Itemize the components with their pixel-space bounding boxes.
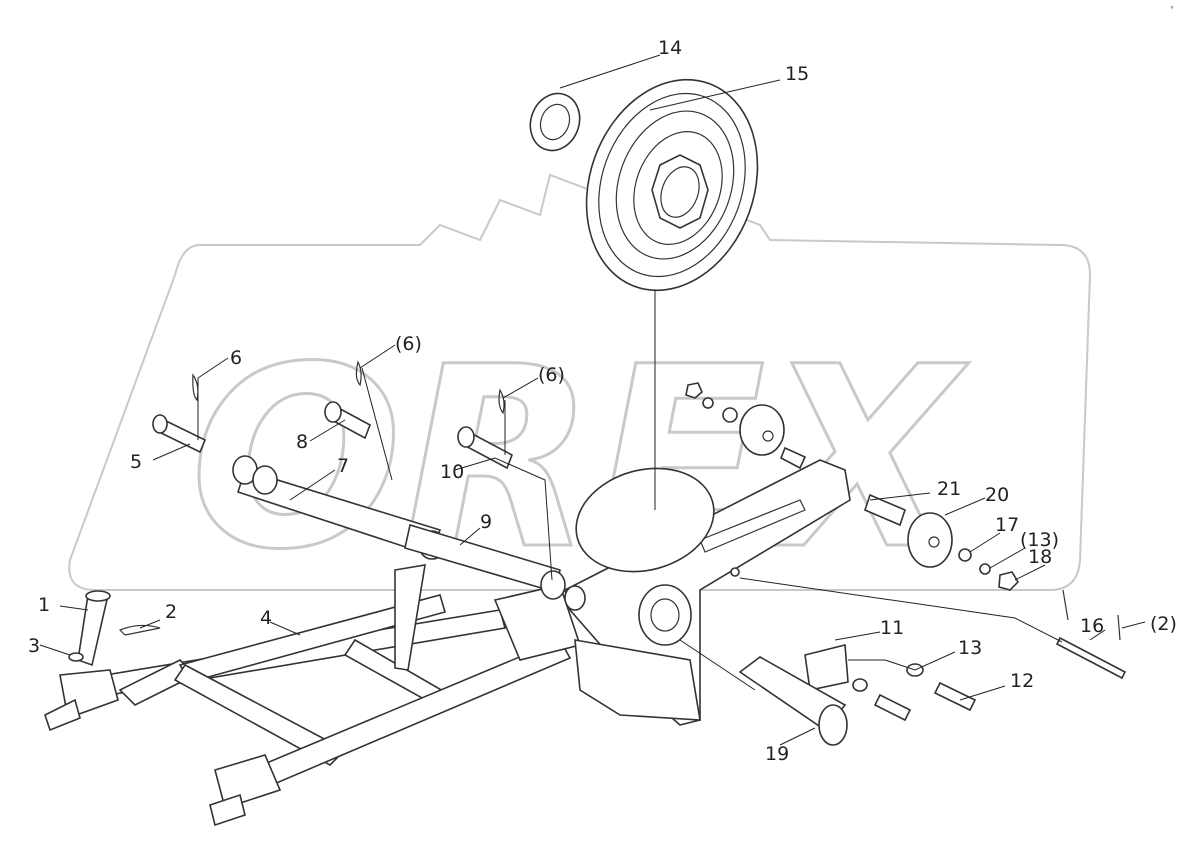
leader-lines [39,54,1146,746]
part-nut-top [685,382,738,423]
callout-13-paren: (13) [1020,529,1059,551]
part-14-pin [1055,589,1127,680]
callout-6-paren-b: (6) [395,333,422,355]
callout-20: 20 [985,484,1009,506]
callout-6: 6 [230,347,242,369]
part-18-shaft [738,656,848,746]
callout-1: 1 [38,594,50,616]
part-9-link-rod [404,523,566,600]
callout-14: 16 [1080,615,1104,637]
watermark-logo: OREX [68,158,1092,606]
part-stub-top [779,446,807,470]
callout-2: 2 [165,601,177,623]
callout-11: 11 [880,617,904,639]
part-5-pin [152,414,207,454]
callout-7: 7 [337,455,349,477]
callout-18: 19 [765,743,789,765]
part-15-washer [958,548,972,562]
callout-8: 8 [296,431,308,453]
part-21-bushing [864,493,906,527]
part-4-main-frame [44,564,582,827]
part-washer-lower [852,678,868,692]
part-6-clip-a [192,373,199,402]
part-17-spacer-ring [529,92,581,152]
part-16-nut [998,571,1020,591]
callout-5: 5 [130,451,142,473]
part-bolt-lower [873,693,912,722]
callout-10: 10 [440,461,464,483]
part-20-roller [907,512,953,568]
callout-21: 21 [937,478,961,500]
callout-13: 13 [958,637,982,659]
callout-2-paren: (2) [1150,613,1177,635]
part-8-pin [324,401,371,440]
callout-6-paren-c: (6) [538,364,565,386]
part-11-plate [804,643,849,691]
part-1-pin [77,590,111,667]
callout-19: 15 [785,63,809,85]
callout-3: 3 [28,635,40,657]
part-2-clip [118,624,161,636]
callout-labels: 14 15 6 (6) (6) 5 8 10 7 9 1 2 3 4 21 20… [28,37,1177,765]
corner-mark: ° [1170,5,1174,14]
watermark-text: OREX [190,313,969,604]
part-19-sheave-wheel [585,78,759,292]
callout-16: 18 [1028,546,1052,568]
part-13-washer [979,563,991,575]
part-roller-top [739,404,785,456]
part-3-washer [68,652,84,662]
callout-4: 4 [260,607,272,629]
swing-arm [564,459,851,726]
callout-17: 14 [658,37,682,59]
part-6-clip-c [498,388,505,415]
part-12-bolt [933,681,977,712]
part-10-pin [457,426,514,470]
callout-15: 17 [995,514,1019,536]
callout-9: 9 [480,511,492,533]
callout-12: 12 [1010,670,1034,692]
